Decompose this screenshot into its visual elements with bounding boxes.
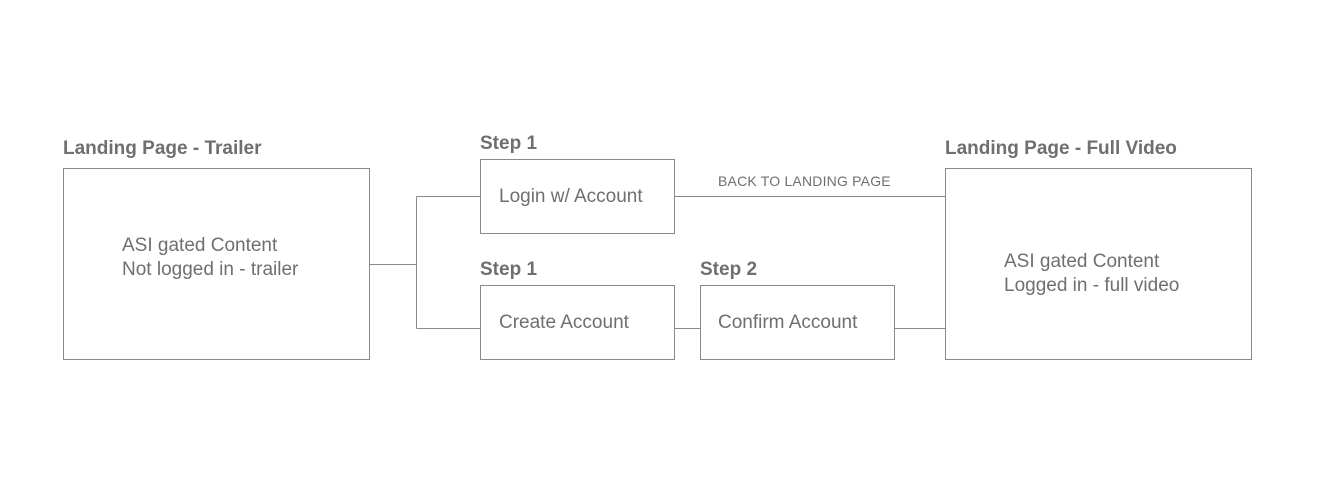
landing-full-box[interactable]: ASI gated Content Logged in - full video	[945, 168, 1252, 360]
landing-trailer-heading: Landing Page - Trailer	[63, 138, 262, 159]
landing-trailer-line1: ASI gated Content	[122, 235, 278, 256]
confirm-account-box[interactable]: Confirm Account	[700, 285, 895, 360]
back-to-landing-label: BACK TO LANDING PAGE	[718, 173, 891, 189]
landing-full-heading: Landing Page - Full Video	[945, 138, 1177, 159]
confirm-step-heading: Step 2	[700, 259, 758, 280]
create-account-box[interactable]: Create Account	[480, 285, 675, 360]
create-step-heading: Step 1	[480, 259, 538, 280]
confirm-account-label: Confirm Account	[718, 312, 858, 333]
login-step-heading: Step 1	[480, 133, 538, 154]
login-box[interactable]: Login w/ Account	[480, 159, 675, 234]
create-account-label: Create Account	[499, 312, 629, 333]
landing-trailer-box[interactable]: ASI gated Content Not logged in - traile…	[63, 168, 370, 360]
landing-full-line2: Logged in - full video	[1004, 275, 1180, 296]
login-label: Login w/ Account	[499, 186, 643, 207]
landing-trailer-line2: Not logged in - trailer	[122, 259, 299, 280]
landing-full-line1: ASI gated Content	[1004, 251, 1160, 272]
